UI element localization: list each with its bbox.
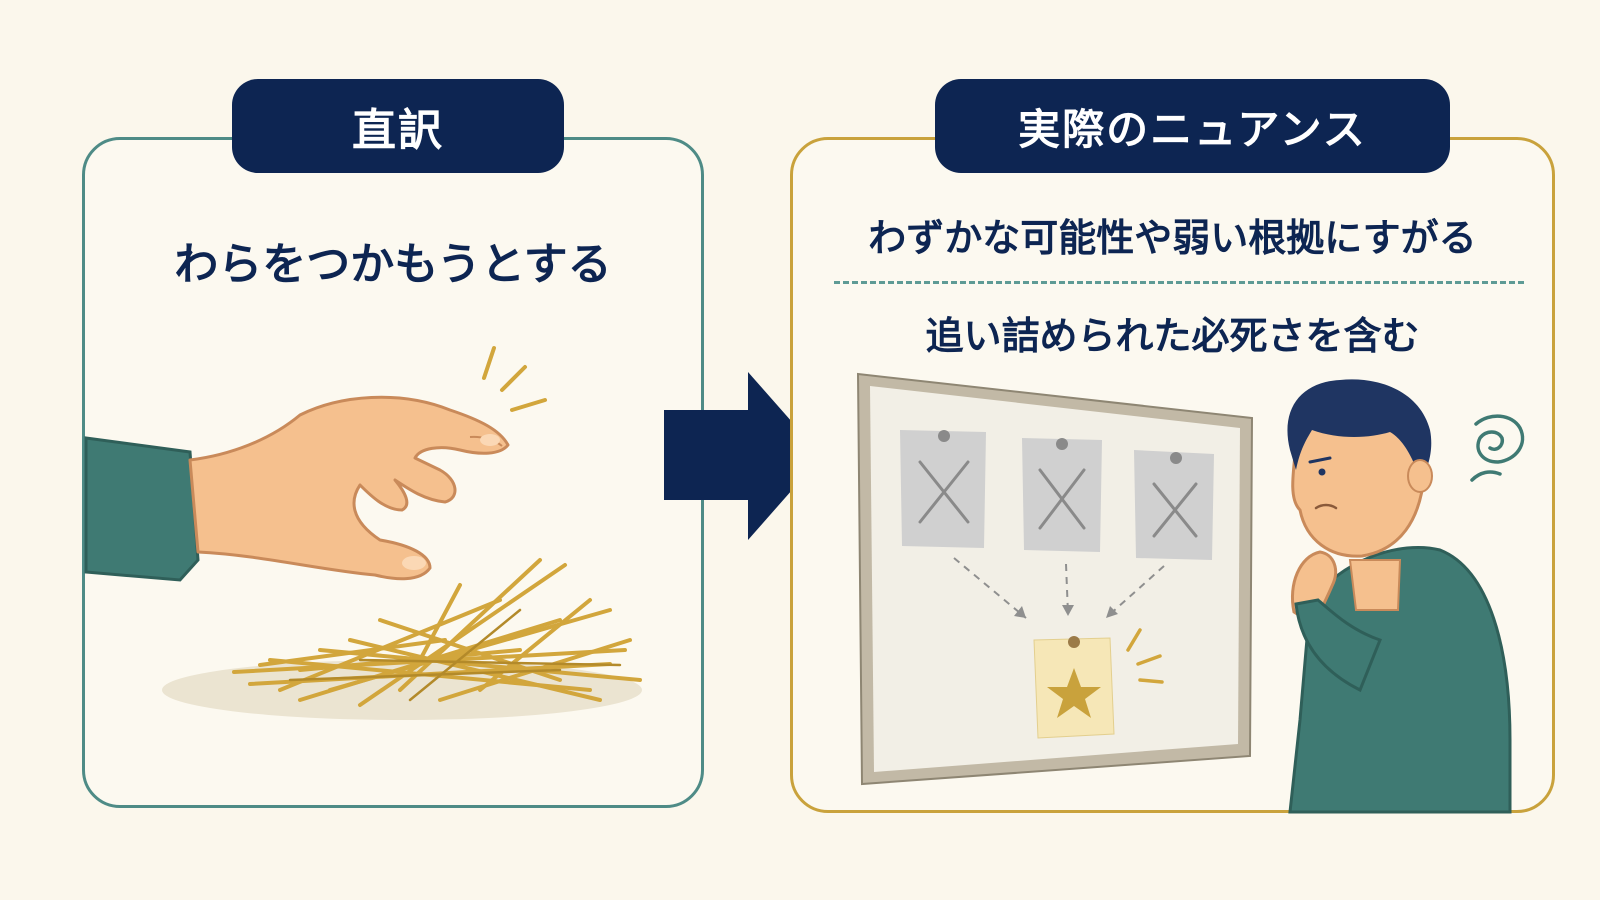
literal-tab: 直訳 bbox=[232, 79, 564, 173]
nuance-line-2: 追い詰められた必死さを含む bbox=[925, 314, 1420, 358]
nuance-tab: 実際のニュアンス bbox=[935, 79, 1450, 173]
literal-text: わらをつかもうとする bbox=[174, 239, 612, 290]
nuance-line-1: わずかな可能性や弱い根拠にすがる bbox=[868, 216, 1477, 260]
nuance-divider bbox=[834, 281, 1524, 284]
